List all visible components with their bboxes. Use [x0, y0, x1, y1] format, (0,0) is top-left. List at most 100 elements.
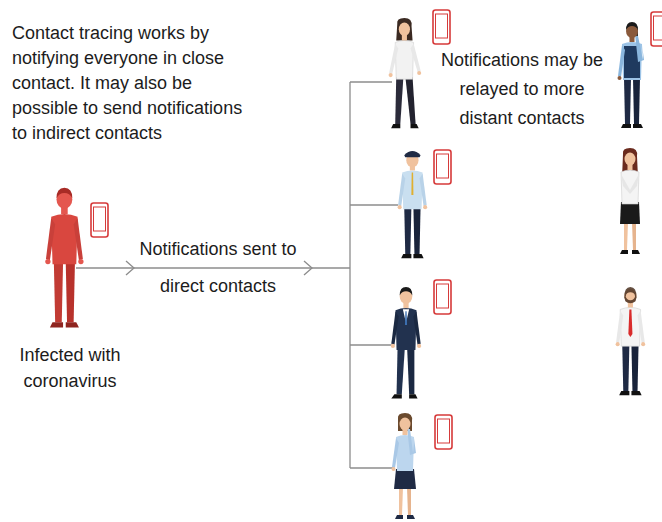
arm [391, 311, 398, 345]
hand [45, 259, 50, 264]
head [399, 23, 410, 36]
hand [78, 259, 83, 264]
police-cap [404, 151, 420, 157]
phone-icon [434, 280, 451, 314]
shoe [50, 322, 63, 327]
leg [395, 77, 403, 124]
leg [54, 262, 63, 323]
leg [397, 346, 405, 394]
arm [616, 311, 623, 344]
distant-person [620, 148, 640, 254]
shoe [632, 250, 640, 254]
phone-screen [94, 207, 106, 231]
phone-icon [434, 150, 451, 184]
torso [621, 170, 639, 204]
phone-icon [435, 415, 452, 449]
leg [631, 344, 638, 391]
tie [405, 311, 407, 325]
arm [638, 311, 645, 344]
phone-icon [433, 10, 450, 44]
shoe [401, 254, 411, 258]
leg [66, 262, 75, 323]
intro-note: Contact tracing works by notifying every… [12, 21, 252, 146]
leg [633, 78, 640, 124]
leg [407, 346, 414, 394]
hand [391, 344, 395, 348]
shoe [409, 394, 417, 398]
arm [618, 45, 625, 77]
arm [420, 174, 427, 207]
torso [402, 170, 422, 209]
relay-note: Notifications may be relayed to more dis… [437, 46, 607, 133]
hair [56, 188, 72, 199]
phone-screen [437, 284, 449, 308]
torso [395, 40, 413, 79]
hand [423, 205, 427, 209]
leg [632, 222, 636, 250]
contact-person [389, 18, 422, 128]
hand [641, 342, 645, 346]
torso [51, 214, 77, 264]
infected-person [45, 188, 83, 328]
branch-line [350, 204, 398, 205]
head [625, 153, 636, 166]
distant-person [616, 287, 646, 395]
phone-icon [91, 203, 108, 237]
branch-trunk [349, 82, 350, 468]
phone-icon [651, 12, 662, 46]
torso [396, 308, 417, 350]
hair [396, 18, 412, 40]
leg [405, 77, 415, 124]
torso [620, 307, 640, 346]
arm [411, 44, 421, 73]
figure-caption: Infected with coronavirus [8, 342, 132, 394]
shoe [391, 394, 402, 398]
leg [624, 222, 628, 250]
main-line [76, 267, 350, 268]
arm [407, 427, 416, 455]
shoe [413, 254, 423, 258]
shoe [391, 124, 400, 128]
arm [389, 44, 398, 75]
hair-beard [624, 287, 636, 303]
shoe [395, 515, 403, 519]
hand [618, 76, 622, 80]
shoe [66, 322, 79, 327]
arrow-chevron [126, 261, 134, 275]
crossed-arms [621, 174, 639, 194]
shoe [407, 515, 415, 519]
head [400, 418, 411, 431]
hand [417, 344, 421, 348]
phone-screen [438, 419, 450, 443]
contact-person [398, 151, 428, 258]
phone-screen [436, 14, 448, 38]
shoe [633, 124, 643, 128]
arm [74, 218, 83, 260]
contact-person [392, 413, 417, 519]
shoe [621, 124, 631, 128]
hair [626, 22, 638, 30]
branch-line [350, 344, 392, 345]
arrow-label: Notifications sent to direct contacts [136, 231, 300, 305]
phone-screen [654, 16, 662, 40]
tie [628, 309, 632, 337]
arm [392, 438, 399, 468]
hand [417, 71, 421, 75]
face [626, 292, 635, 300]
arm [635, 34, 644, 62]
shoe [619, 391, 629, 395]
branch-line [350, 467, 394, 468]
leg [413, 207, 420, 254]
leg [399, 487, 403, 515]
leg [622, 344, 629, 391]
arm [46, 218, 55, 260]
phone-screen [437, 154, 449, 178]
arm [413, 311, 420, 345]
distant-person [618, 22, 645, 128]
shoe [411, 124, 419, 128]
arm [398, 174, 405, 207]
skirt [620, 202, 640, 224]
leg [404, 207, 411, 254]
